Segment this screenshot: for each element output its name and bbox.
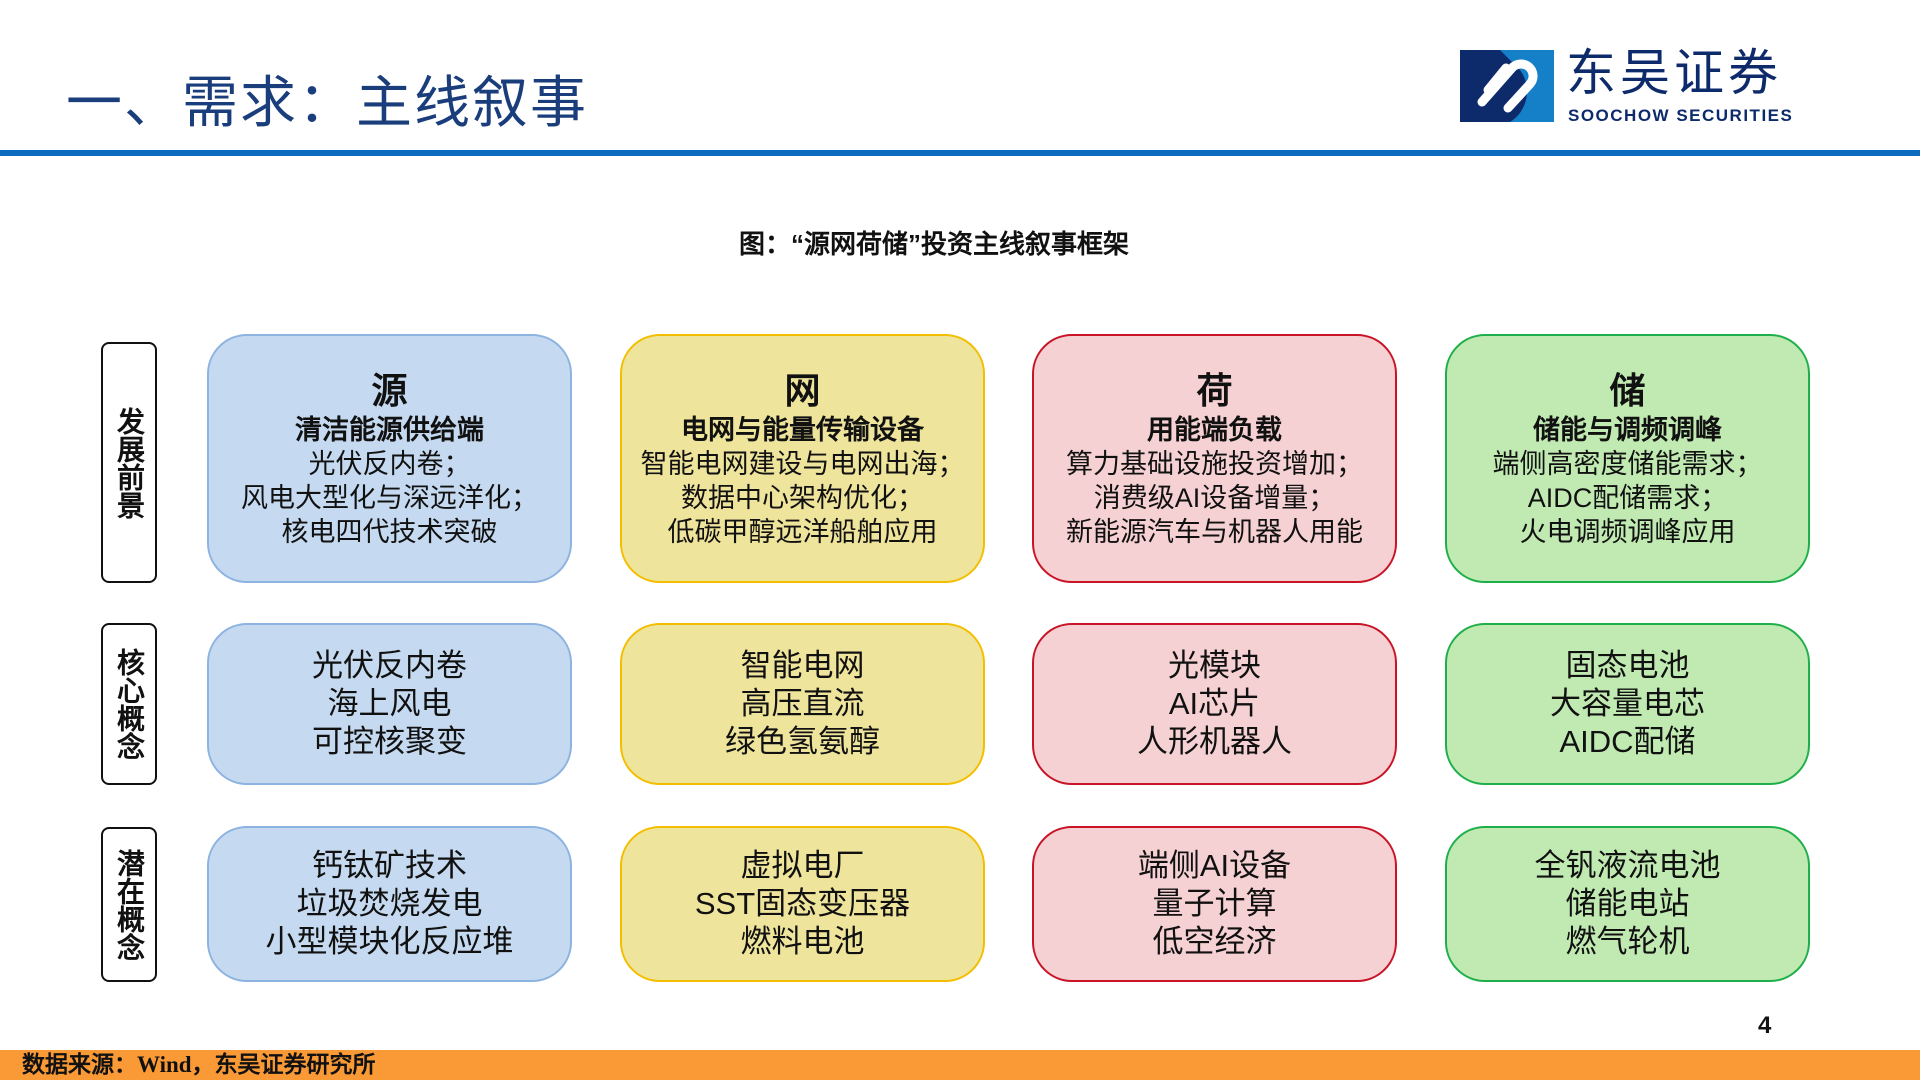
source-text: 数据来源：Wind，东吴证券研究所: [22, 1052, 376, 1077]
core-concept: 光模块: [1168, 648, 1261, 683]
card-core-grid: 智能电网高压直流绿色氢氨醇: [620, 623, 985, 785]
soochow-logo: 东吴证券 SOOCHOW SECURITIES: [1460, 46, 1820, 130]
core-concept: 绿色氢氨醇: [725, 724, 880, 759]
logo-text-en: SOOCHOW SECURITIES: [1568, 106, 1794, 125]
potential-concept: SST固态变压器: [694, 886, 911, 921]
core-concept: 固态电池: [1565, 648, 1690, 683]
potential-concept: 钙钛矿技术: [312, 848, 467, 883]
potential-concept: 量子计算: [1152, 886, 1277, 921]
core-concept: AIDC配储: [1559, 724, 1696, 759]
row-label-text: 潜在概念: [114, 848, 145, 961]
row-label-potential: 潜在概念: [101, 827, 157, 982]
core-concept: 大容量电芯: [1550, 686, 1705, 721]
card-prospects-load: 荷 用能端负载算力基础设施投资增加；消费级AI设备增量；新能源汽车与机器人用能: [1032, 334, 1397, 583]
page-title: 一、需求：主线叙事: [66, 71, 588, 134]
potential-concept: 端侧AI设备: [1137, 848, 1292, 883]
prospect-line: AIDC配储需求；: [1527, 482, 1728, 513]
card-prospects-storage: 储 储能与调频调峰端侧高密度储能需求；AIDC配储需求；火电调频调峰应用: [1445, 334, 1810, 583]
core-concept: 光伏反内卷: [312, 648, 467, 683]
row-label-text: 发展前景: [114, 406, 145, 519]
potential-concept: 储能电站: [1565, 886, 1690, 921]
prospect-line: 光伏反内卷；: [308, 448, 471, 479]
logo-text-cn: 东吴证券: [1566, 45, 1782, 101]
prospect-line: 风电大型化与深远洋化；: [241, 482, 538, 513]
source-footer: 数据来源：Wind，东吴证券研究所: [0, 1050, 1920, 1080]
potential-concept: 垃圾焚烧发电: [296, 886, 483, 921]
card-potential-load: 端侧AI设备量子计算低空经济: [1032, 826, 1397, 982]
card-potential-source: 钙钛矿技术垃圾焚烧发电小型模块化反应堆: [207, 826, 572, 982]
card-subtitle: 储能与调频调峰: [1533, 414, 1722, 445]
core-concept: 海上风电: [327, 686, 452, 721]
potential-concept: 低空经济: [1152, 924, 1277, 959]
prospect-line: 算力基础设施投资增加；: [1066, 448, 1363, 479]
card-head: 源: [371, 369, 408, 411]
row-label-prospects: 发展前景: [101, 342, 157, 583]
potential-concept: 燃气轮机: [1565, 924, 1690, 959]
prospect-line: 消费级AI设备增量；: [1093, 482, 1336, 513]
potential-concept: 虚拟电厂: [740, 848, 865, 883]
card-head: 网: [784, 369, 821, 411]
potential-concept: 燃料电池: [740, 924, 865, 959]
row-label-text: 核心概念: [114, 648, 145, 760]
card-subtitle: 用能端负载: [1147, 414, 1282, 445]
card-subtitle: 电网与能量传输设备: [681, 414, 924, 445]
logo-mark-icon: [1460, 50, 1554, 122]
figure-caption: 图：“源网荷储”投资主线叙事框架: [738, 229, 1129, 259]
core-concept: AI芯片: [1168, 686, 1261, 721]
prospect-line: 智能电网建设与电网出海；: [640, 448, 965, 479]
card-prospects-source: 源 清洁能源供给端光伏反内卷；风电大型化与深远洋化；核电四代技术突破: [207, 334, 572, 583]
core-concept: 智能电网: [740, 648, 865, 683]
core-concept: 可控核聚变: [312, 724, 467, 759]
card-potential-storage: 全钒液流电池储能电站燃气轮机: [1445, 826, 1810, 982]
prospect-line: 火电调频调峰应用: [1519, 516, 1736, 547]
core-concept: 人形机器人: [1137, 724, 1292, 759]
potential-concept: 全钒液流电池: [1534, 848, 1721, 883]
card-head: 储: [1609, 369, 1646, 411]
header-divider: [0, 150, 1920, 156]
card-subtitle: 清洁能源供给端: [295, 414, 484, 445]
prospect-line: 低碳甲醇远洋船舶应用: [667, 516, 938, 547]
core-concept: 高压直流: [740, 686, 865, 721]
card-prospects-grid: 网 电网与能量传输设备智能电网建设与电网出海；数据中心架构优化；低碳甲醇远洋船舶…: [620, 334, 985, 583]
prospect-line: 核电四代技术突破: [281, 516, 498, 547]
prospect-line: 新能源汽车与机器人用能: [1066, 516, 1363, 547]
prospect-line: 数据中心架构优化；: [681, 482, 924, 513]
card-head: 荷: [1196, 369, 1233, 411]
prospect-line: 端侧高密度储能需求；: [1492, 448, 1763, 479]
row-label-core: 核心概念: [101, 623, 157, 785]
potential-concept: 小型模块化反应堆: [265, 924, 514, 959]
card-core-source: 光伏反内卷海上风电可控核聚变: [207, 623, 572, 785]
page-number: 4: [1758, 1012, 1772, 1039]
